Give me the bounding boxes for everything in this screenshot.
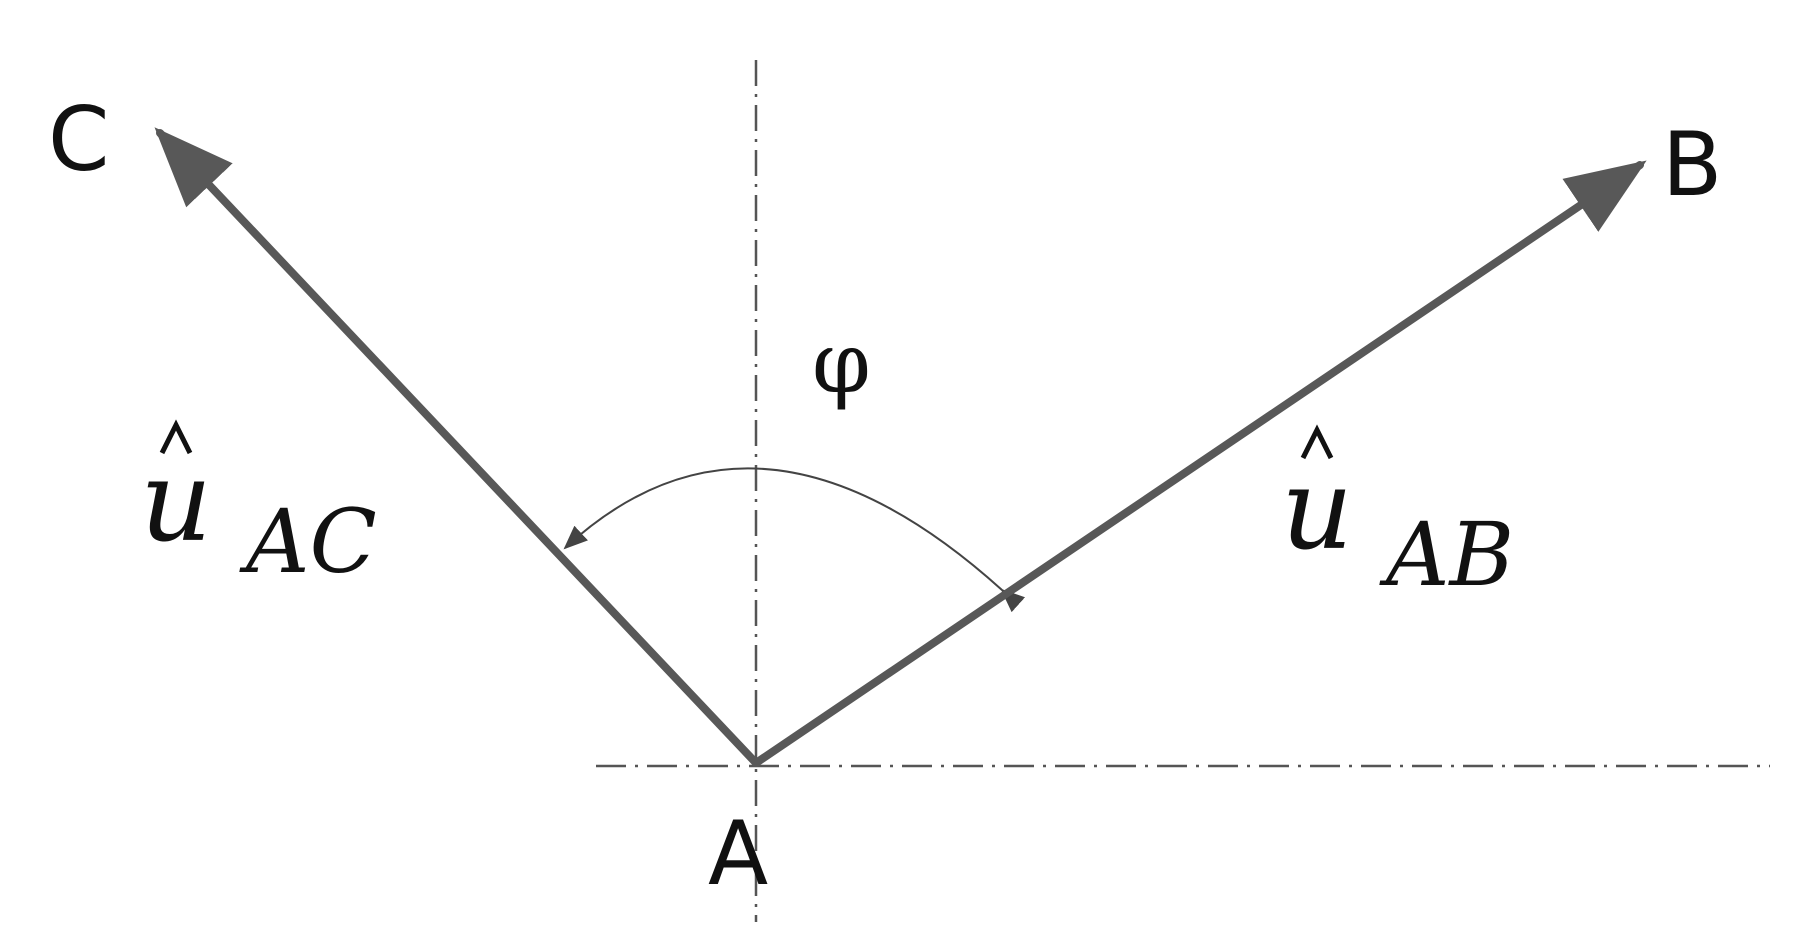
angle-arc [563, 467, 1026, 613]
unit-vector-label-ac: u AC [140, 419, 377, 593]
point-label-c: C [48, 88, 109, 191]
unit-vector-symbol: u [1281, 445, 1353, 575]
point-label-b: B [1662, 113, 1722, 216]
unit-vector-subscript: AB [1379, 503, 1514, 606]
unit-vector-subscript: AC [239, 490, 377, 593]
unit-vector-symbol: u [140, 437, 212, 567]
vector-ab-arrow [752, 160, 1647, 767]
unit-vector-label-ab: u AB [1281, 424, 1514, 606]
hat-accent [1300, 424, 1334, 460]
hat-accent [159, 419, 193, 455]
angle-label-phi: φ [812, 314, 871, 412]
point-label-a: A [708, 802, 768, 905]
vector-ac-arrow [154, 127, 760, 767]
